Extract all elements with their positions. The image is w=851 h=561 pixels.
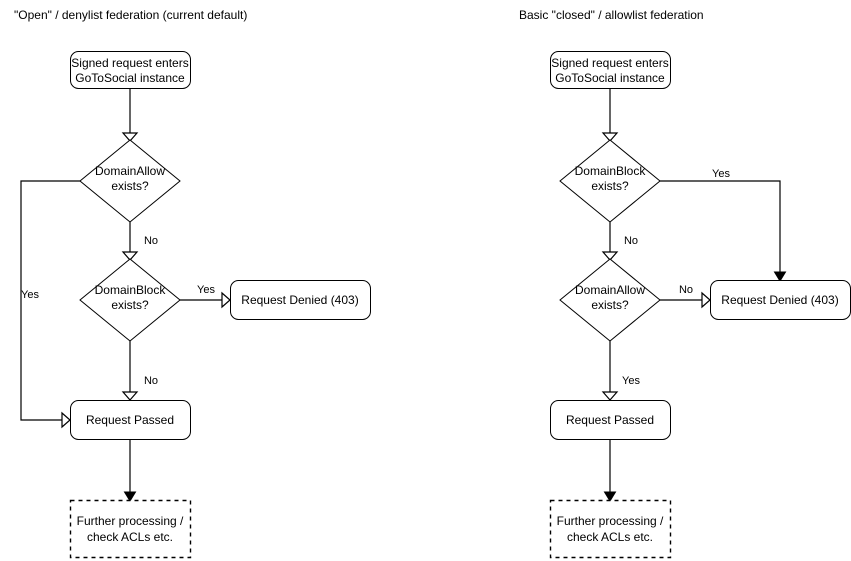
start-node-label-line1: Signed request enters bbox=[551, 56, 668, 70]
edge-label-decision2-yes: Yes bbox=[622, 375, 640, 387]
edge-decision1-no-right: No bbox=[601, 222, 638, 261]
decision2-label-line1: DomainAllow bbox=[575, 283, 645, 297]
node-request-passed-right: Request Passed bbox=[550, 400, 671, 440]
node-start-right: Signed request enters GoToSocial instanc… bbox=[550, 51, 671, 89]
panel-open-denylist: "Open" / denylist federation (current de… bbox=[14, 8, 371, 559]
edge-passed-to-further-left bbox=[123, 439, 137, 502]
decision1-label-line1: DomainAllow bbox=[95, 164, 165, 178]
edge-decision1-yes-left: Yes bbox=[20, 180, 80, 429]
edge-label-decision1-no: No bbox=[144, 235, 158, 247]
start-node-label-line2: GoToSocial instance bbox=[75, 71, 185, 85]
edge-decision2-yes-right: Yes bbox=[601, 341, 640, 401]
edge-start-to-decision1-right bbox=[601, 88, 619, 142]
edge-label-decision1-no: No bbox=[624, 235, 638, 247]
edge-label-decision2-no: No bbox=[144, 375, 158, 387]
node-decision-domainblock-left: DomainBlock exists? bbox=[79, 258, 181, 342]
decision1-label-line1: DomainBlock bbox=[575, 164, 647, 178]
edge-decision1-yes-right: Yes bbox=[660, 168, 787, 282]
edge-decision2-yes-left: Yes bbox=[180, 284, 231, 309]
start-node-label-line2: GoToSocial instance bbox=[555, 71, 665, 85]
denied-node-label: Request Denied (403) bbox=[241, 293, 358, 307]
edge-decision2-no-right: No bbox=[660, 284, 711, 309]
decision1-label-line2: exists? bbox=[111, 179, 149, 193]
edge-label-decision1-yes: Yes bbox=[712, 168, 730, 180]
decision1-label-line2: exists? bbox=[591, 179, 629, 193]
node-request-passed-left: Request Passed bbox=[70, 400, 191, 440]
passed-node-label: Request Passed bbox=[86, 413, 174, 427]
panel-title-closed-allowlist: Basic "closed" / allowlist federation bbox=[519, 8, 704, 22]
further-node-label-line2: check ACLs etc. bbox=[567, 530, 653, 544]
further-node-label-line1: Further processing / bbox=[557, 514, 664, 528]
decision2-label-line2: exists? bbox=[111, 298, 149, 312]
panel-closed-allowlist: Basic "closed" / allowlist federation Si… bbox=[519, 8, 851, 559]
denied-node-shape bbox=[230, 280, 371, 320]
node-request-denied-right: Request Denied (403) bbox=[710, 280, 851, 320]
decision2-label-line1: DomainBlock bbox=[95, 283, 167, 297]
further-node-label-line1: Further processing / bbox=[77, 514, 184, 528]
node-start-left: Signed request enters GoToSocial instanc… bbox=[70, 51, 191, 89]
edge-label-decision2-no: No bbox=[679, 284, 693, 296]
denied-node-label: Request Denied (403) bbox=[721, 293, 838, 307]
node-further-processing-right: Further processing / check ACLs etc. bbox=[549, 499, 672, 559]
edge-label-decision2-yes: Yes bbox=[197, 284, 215, 296]
edge-label-decision1-yes: Yes bbox=[21, 289, 39, 301]
node-decision-domainallow-left: DomainAllow exists? bbox=[79, 139, 181, 223]
edge-decision1-no-left: No bbox=[121, 222, 158, 261]
node-decision-domainblock-right: DomainBlock exists? bbox=[559, 139, 661, 223]
edge-start-to-decision1-left bbox=[121, 88, 139, 142]
start-node-label-line1: Signed request enters bbox=[71, 56, 188, 70]
node-request-denied-left: Request Denied (403) bbox=[230, 280, 371, 320]
node-further-processing-left: Further processing / check ACLs etc. bbox=[69, 499, 192, 559]
edge-decision2-no-left: No bbox=[121, 341, 158, 401]
edge-passed-to-further-right bbox=[603, 439, 617, 502]
further-node-label-line2: check ACLs etc. bbox=[87, 530, 173, 544]
further-node-shape bbox=[549, 499, 672, 559]
panel-title-open-denylist: "Open" / denylist federation (current de… bbox=[14, 8, 247, 22]
further-node-shape bbox=[69, 499, 192, 559]
node-decision-domainallow-right: DomainAllow exists? bbox=[559, 258, 661, 342]
decision2-label-line2: exists? bbox=[591, 298, 629, 312]
passed-node-label: Request Passed bbox=[566, 413, 654, 427]
